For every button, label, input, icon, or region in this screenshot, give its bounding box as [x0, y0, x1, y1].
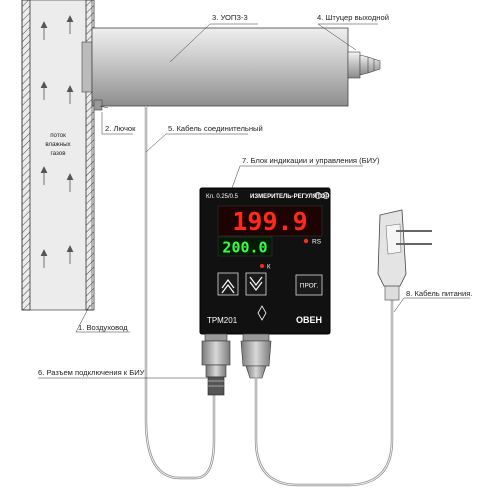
sensor-uopz3 [81, 27, 381, 111]
label-connector: 6. Разъем подключения к БИУ [38, 368, 145, 377]
cert-mark-icon [314, 192, 322, 199]
arrow-up-icon [66, 85, 74, 104]
power-plug-icon [377, 209, 432, 301]
duct-interior [21, 0, 93, 311]
set-display [217, 236, 273, 257]
label-power-cable: 8. Кабель питания. [406, 289, 472, 298]
arrow-up-icon [40, 166, 48, 185]
main-display-value: 199.9 [232, 207, 307, 236]
arrow-up-icon [66, 173, 74, 192]
sensor-body [91, 27, 349, 107]
chevron-down-icon [249, 276, 263, 291]
flow-text-3: газов [51, 150, 67, 157]
label-unit: 7. Блок индикации и управления (БИУ) [242, 156, 380, 165]
down-button[interactable] [245, 272, 267, 296]
set-display-value: 200.0 [222, 239, 267, 257]
cable-gland [240, 333, 272, 379]
duct-wall-right [85, 0, 95, 311]
model-label: ТРМ201 [207, 316, 238, 325]
cert-mark-icon [322, 192, 330, 199]
arrow-up-icon [40, 249, 48, 268]
prog-label: ПРОГ. [300, 283, 319, 290]
rs-label: RS [312, 239, 322, 246]
flow-arrows [40, 15, 74, 268]
main-display [217, 205, 323, 237]
brand-label: ОВЕН [296, 315, 322, 325]
k-label: К [267, 265, 271, 271]
label-outlet: 4. Штуцер выходной [317, 13, 389, 22]
leader-lines [38, 23, 470, 379]
label-cable-connect: 5. Кабель соединительный [168, 124, 263, 133]
label-duct: 1. Воздуховод [78, 323, 128, 332]
arrow-up-icon [66, 15, 74, 34]
label-sensor: 3. УОПЗ-3 [212, 13, 248, 22]
arrow-up-icon [66, 245, 74, 264]
outlet-nozzle [359, 54, 381, 76]
sensor-flange [81, 41, 93, 93]
hatch [93, 99, 103, 111]
outlet-base [347, 51, 361, 79]
label-hatch: 2. Лючок [105, 124, 136, 133]
biu-connector [201, 333, 231, 396]
up-button[interactable] [217, 272, 239, 296]
brand-mark-icon [257, 305, 267, 321]
trm201-device: Кл. 0.25/0.5 ИЗМЕРИТЕЛЬ-РЕГУЛЯТОР 199.9 … [199, 187, 331, 335]
duct-wall-left [21, 0, 31, 311]
device-title: ИЗМЕРИТЕЛЬ-РЕГУЛЯТОР [250, 194, 329, 200]
air-duct [21, 0, 95, 311]
arrow-up-icon [40, 81, 48, 100]
k-led [260, 264, 264, 268]
chevron-up-icon [221, 279, 235, 294]
flow-text-1: поток [50, 132, 66, 139]
flow-text-2: влажных [45, 141, 71, 148]
arrow-up-icon [40, 21, 48, 40]
prog-button[interactable]: ПРОГ. [295, 274, 323, 296]
class-label: Кл. 0.25/0.5 [206, 194, 239, 200]
rs-led [303, 238, 309, 244]
